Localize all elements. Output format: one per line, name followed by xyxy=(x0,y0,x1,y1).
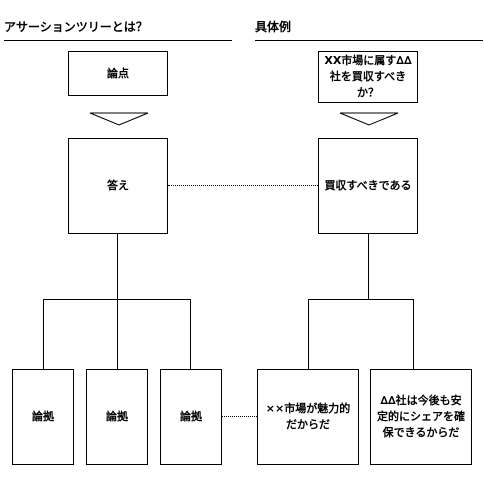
right-header-rule xyxy=(255,40,483,41)
left-issue-box: 論点 xyxy=(68,51,168,96)
left-tree-drop-3 xyxy=(190,299,191,369)
ground-correspondence-dotted-line xyxy=(222,416,257,417)
right-tree-drop-2 xyxy=(413,299,414,369)
left-answer-box: 答え xyxy=(68,138,168,234)
right-down-arrow-icon xyxy=(339,112,399,126)
right-section-header: 具体例 xyxy=(255,20,292,34)
right-tree-branch-bar xyxy=(308,299,414,300)
left-header-rule xyxy=(4,40,232,41)
left-issue-label: 論点 xyxy=(107,66,129,80)
left-ground-box-1: 論拠 xyxy=(12,369,74,465)
right-ground-label-1: ××市場が魅力的だからだ xyxy=(265,402,351,431)
left-ground-label-2: 論拠 xyxy=(106,410,128,423)
right-tree-drop-1 xyxy=(308,299,309,369)
right-answer-label: 買収すべきである xyxy=(324,179,412,192)
left-tree-trunk xyxy=(117,234,118,300)
left-ground-label-3: 論拠 xyxy=(180,410,202,423)
right-tree-trunk xyxy=(368,234,369,300)
answer-correspondence-dotted-line xyxy=(168,185,318,186)
left-ground-label-1: 論拠 xyxy=(32,410,54,423)
right-issue-box: XX市場に属す∆∆社を買収すべきか？ xyxy=(318,51,418,103)
left-ground-box-3: 論拠 xyxy=(160,369,222,465)
right-ground-box-2: ∆∆社は今後も安定的にシェアを確保できるからだ xyxy=(370,369,472,465)
right-answer-box: 買収すべきである xyxy=(318,138,418,234)
left-ground-box-2: 論拠 xyxy=(86,369,148,465)
left-down-arrow-icon xyxy=(89,112,149,126)
left-tree-drop-1 xyxy=(43,299,44,369)
left-section-header: アサーションツリーとは？ xyxy=(4,20,148,34)
left-tree-drop-2 xyxy=(117,299,118,369)
right-issue-label: XX市場に属す∆∆社を買収すべきか？ xyxy=(324,54,412,99)
right-ground-box-1: ××市場が魅力的だからだ xyxy=(257,369,359,465)
left-answer-label: 答え xyxy=(107,179,129,192)
right-ground-label-2: ∆∆社は今後も安定的にシェアを確保できるからだ xyxy=(377,394,465,439)
